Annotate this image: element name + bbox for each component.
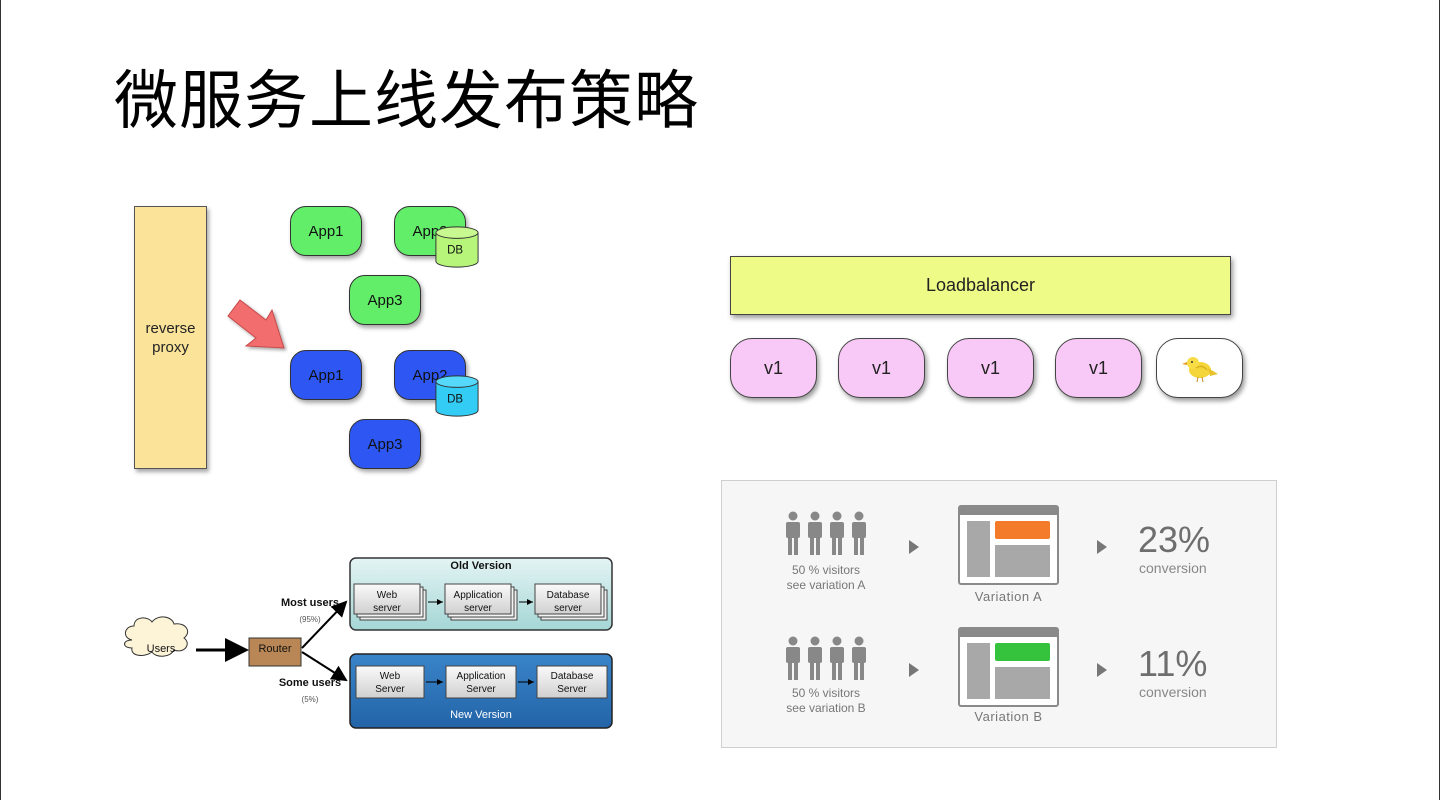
most-users-label: Most users bbox=[280, 597, 340, 609]
new-version-title: New Version bbox=[450, 709, 512, 721]
node-label: v1 bbox=[980, 357, 1000, 378]
node-label: v1 bbox=[1088, 357, 1108, 378]
triangle-right-icon bbox=[1097, 540, 1107, 554]
router-box bbox=[248, 637, 302, 667]
new-db-server-label: Database Server bbox=[550, 671, 594, 695]
most-users-percent: (95%) bbox=[299, 615, 321, 624]
db-label: DB bbox=[447, 245, 463, 257]
triangle-right-icon bbox=[909, 663, 919, 677]
app-label: App3 bbox=[367, 291, 403, 309]
variation-b-label: Variation B bbox=[974, 709, 1043, 724]
users-label: Users bbox=[146, 643, 176, 655]
conversion-a-percent: 23% bbox=[1138, 519, 1211, 560]
app-label: App3 bbox=[367, 435, 403, 453]
green-app1: App1 bbox=[290, 206, 362, 256]
old-version-title: Old Version bbox=[450, 560, 512, 572]
conversion-b-label: conversion bbox=[1139, 684, 1207, 700]
visitors-a-label: 50 % visitors see variation A bbox=[786, 563, 866, 592]
page-variation-b-icon bbox=[958, 627, 1059, 707]
users-cloud bbox=[124, 616, 189, 657]
node-label: v1 bbox=[763, 357, 783, 378]
visitors-group-icon bbox=[786, 636, 866, 680]
blue-app3: App3 bbox=[349, 419, 421, 469]
old-db-server-label: Database server bbox=[546, 590, 590, 614]
v1-node: v1 bbox=[730, 338, 817, 398]
visitors-b-label: 50 % visitors see variation B bbox=[786, 686, 866, 715]
gray-release-diagram bbox=[124, 557, 613, 729]
reverse-proxy-label: reverse proxy bbox=[145, 319, 196, 356]
page-variation-a-icon bbox=[958, 505, 1059, 585]
v1-node: v1 bbox=[1055, 338, 1142, 398]
green-db-cylinder: DB bbox=[435, 226, 479, 268]
blue-app1: App1 bbox=[290, 350, 362, 400]
canary-node bbox=[1156, 338, 1243, 398]
switch-arrow-icon bbox=[227, 299, 285, 349]
ab-test-panel: 50 % visitors see variation A Variation … bbox=[721, 480, 1277, 748]
some-users-label: Some users bbox=[278, 677, 342, 689]
conversion-b-percent: 11% bbox=[1138, 643, 1208, 684]
conversion-a-label: conversion bbox=[1139, 560, 1207, 576]
app-label: App1 bbox=[308, 366, 344, 384]
reverse-proxy-box: reverse proxy bbox=[134, 206, 207, 469]
variation-a-label: Variation A bbox=[974, 589, 1043, 604]
old-web-server-label: Web server bbox=[373, 590, 401, 614]
slide-border-left bbox=[0, 0, 1, 800]
v1-node: v1 bbox=[838, 338, 925, 398]
visitors-group-icon bbox=[786, 511, 866, 555]
loadbalancer-label: Loadbalancer bbox=[925, 275, 1036, 295]
new-app-server-label: Application Server bbox=[456, 671, 506, 695]
old-app-server-label: Application server bbox=[453, 590, 503, 614]
app-label: App1 bbox=[308, 222, 344, 240]
triangle-right-icon bbox=[909, 540, 919, 554]
loadbalancer-box: Loadbalancer bbox=[730, 256, 1231, 315]
green-app3: App3 bbox=[349, 275, 421, 325]
v1-node: v1 bbox=[947, 338, 1034, 398]
canary-bird-icon bbox=[1181, 357, 1218, 383]
router-label: Router bbox=[258, 643, 292, 655]
new-web-server-label: Web Server bbox=[375, 671, 405, 695]
blue-db-cylinder: DB bbox=[435, 375, 479, 417]
triangle-right-icon bbox=[1097, 663, 1107, 677]
db-label: DB bbox=[447, 394, 463, 406]
some-users-percent: (5%) bbox=[301, 695, 319, 704]
page-title: 微服务上线发布策略 bbox=[114, 65, 699, 139]
node-label: v1 bbox=[871, 357, 891, 378]
old-boxes bbox=[353, 583, 608, 621]
